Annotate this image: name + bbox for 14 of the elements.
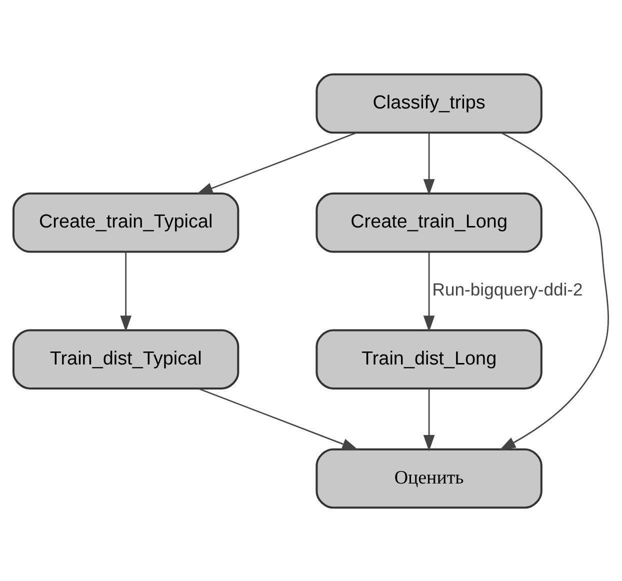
node-box: Classify_trips <box>316 72 542 134</box>
arrow <box>120 251 132 332</box>
node-box: Create_train_Typical <box>12 192 240 252</box>
node-box: Train_dist_Long <box>316 328 542 389</box>
arrow <box>198 387 358 450</box>
arrow <box>423 388 435 451</box>
arrow <box>196 132 357 194</box>
arrow <box>499 132 609 450</box>
edge-label: Run-bigquery-ddi-2 <box>432 279 583 300</box>
arrow <box>423 251 435 332</box>
node-box: Create_train_Long <box>316 192 542 252</box>
node-box: Train_dist_Typical <box>12 328 240 389</box>
node-box: Оценить <box>316 448 542 508</box>
arrow <box>423 132 435 195</box>
